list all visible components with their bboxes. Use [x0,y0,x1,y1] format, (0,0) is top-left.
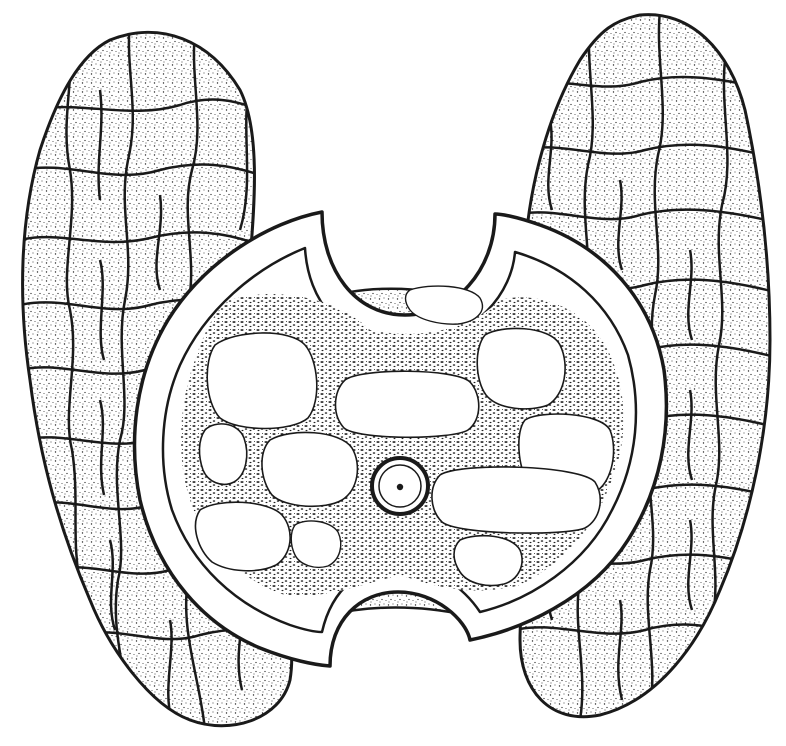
follicle [432,467,600,533]
follicle [199,424,246,484]
central-cell [372,458,428,514]
follicle [207,333,317,429]
follicle [291,521,341,567]
follicle [477,328,565,408]
follicle [335,371,478,437]
follicle [196,502,291,571]
follicle [262,432,358,506]
